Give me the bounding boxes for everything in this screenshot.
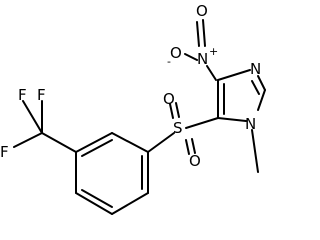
atom-f-top-right: F <box>37 86 46 104</box>
bond-n1-c5 <box>217 117 247 122</box>
bond-ring-cf3 <box>41 132 77 153</box>
molecule-diagram: O O - N + N N S O O F F F <box>0 2 266 215</box>
bond-s-o-bottom-double <box>191 138 196 154</box>
atom-labels: O O - N + N N S O O F F F <box>0 2 261 170</box>
bond-c-f-left <box>13 132 43 148</box>
bonds <box>13 19 266 215</box>
bond-s-o-top <box>169 103 174 119</box>
atom-n-ring-methyl: N <box>245 115 256 133</box>
bond-ar2-ar3 <box>75 132 113 153</box>
atom-f-top-left: F <box>18 86 27 104</box>
atom-s-sulfonyl: S <box>173 119 183 137</box>
bond-nitro-o-top <box>202 19 206 47</box>
bond-s-ring <box>147 132 175 153</box>
bond-ar2-ar3-double <box>81 139 113 157</box>
bond-nitro-o-minus <box>184 53 198 61</box>
structure-drawing: O O - N + N N S O O F F F <box>0 2 266 215</box>
bond-n3-c2-double <box>251 80 260 95</box>
charge-o-minus: - <box>167 55 171 68</box>
bond-n3-c2 <box>257 75 266 91</box>
bond-n1-methyl <box>251 129 259 173</box>
charge-n-plus: + <box>209 45 218 58</box>
bond-ar1-ar2 <box>111 132 149 153</box>
bond-c-f-top-left <box>22 100 43 134</box>
bond-c5-s <box>185 117 219 129</box>
atom-f-left: F <box>0 143 9 161</box>
bond-ar5-ar6 <box>111 192 149 215</box>
bond-c4-n3 <box>217 69 251 81</box>
bond-c2-n1 <box>257 89 266 111</box>
bond-s-o-bottom <box>185 139 190 155</box>
bond-nitro-o-top-double <box>196 21 200 47</box>
atom-o-sulfonyl-bottom: O <box>189 152 201 170</box>
bond-ar4-ar5 <box>75 192 113 215</box>
bond-ar4-ar5-double <box>81 189 113 208</box>
atom-o-sulfonyl-top: O <box>163 90 175 108</box>
atom-o-nitro-top: O <box>196 2 208 20</box>
atom-o-nitro-minus: O <box>170 44 182 62</box>
atom-n-nitro: N <box>197 50 208 68</box>
bond-s-o-top-double <box>175 102 180 118</box>
bond-nitro-c4 <box>206 65 217 81</box>
atom-n-ring-right: N <box>250 60 261 78</box>
